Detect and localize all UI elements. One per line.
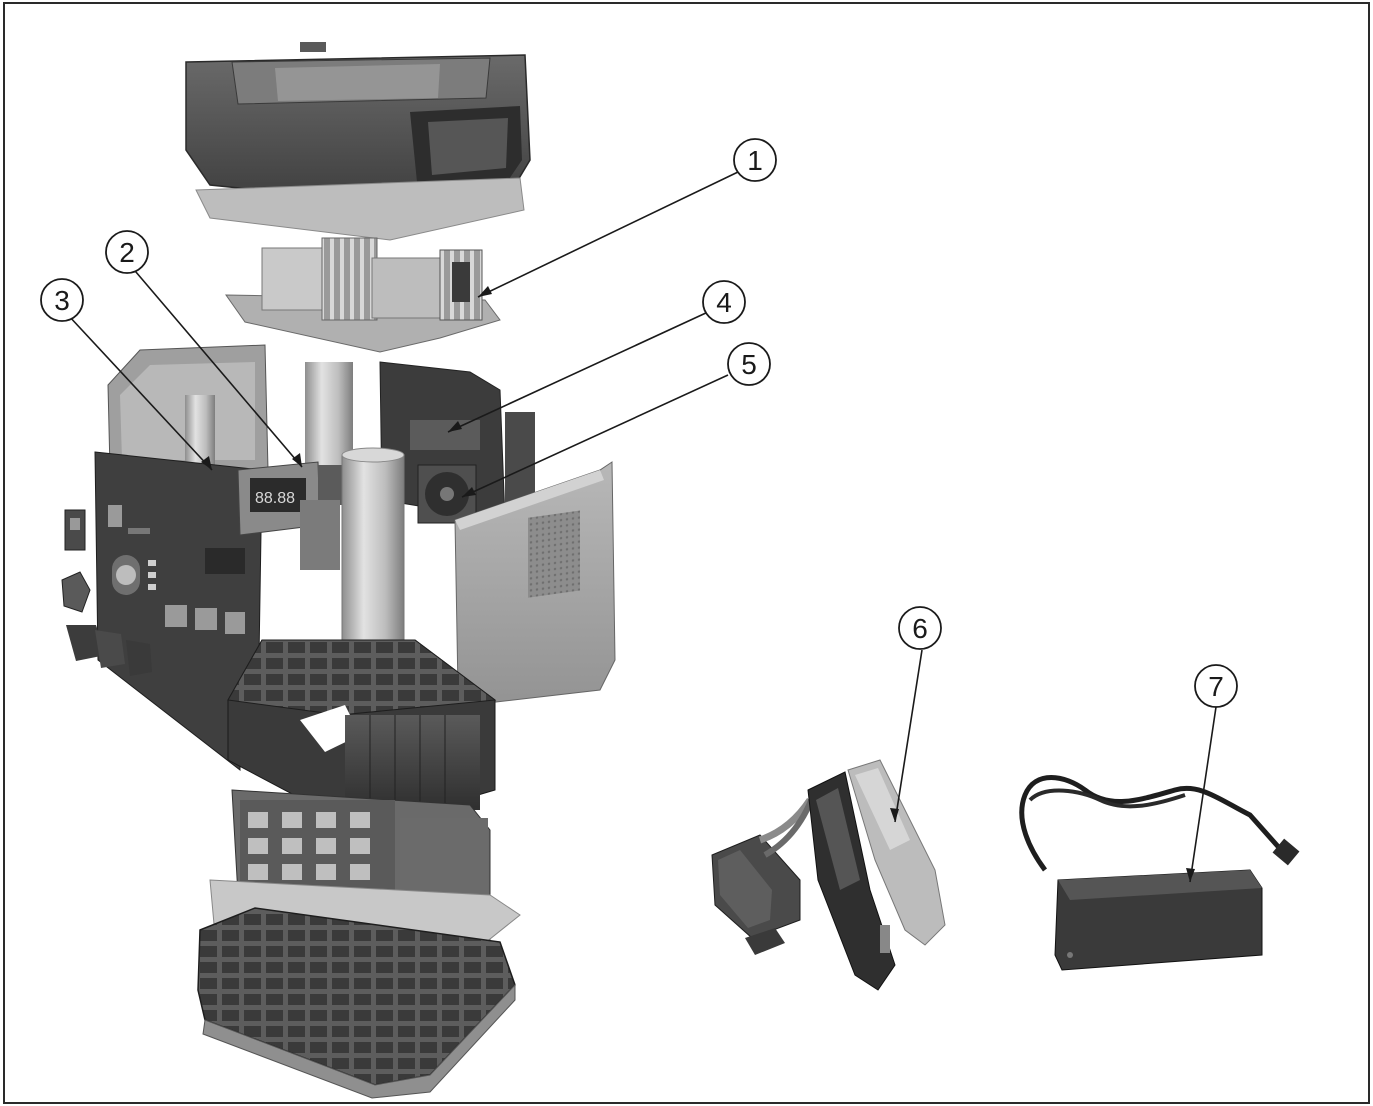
callout-5: 5: [727, 342, 771, 386]
callout-3: 3: [40, 278, 84, 322]
battery-pack: [227, 639, 497, 831]
callout-6-label: 6: [912, 613, 928, 644]
callout-7-label: 7: [1208, 671, 1224, 702]
callout-1-label: 1: [747, 145, 763, 176]
leader-lines: [67, 171, 1217, 883]
callout-7: 7: [1194, 664, 1238, 708]
callout-5-label: 5: [741, 349, 757, 380]
callout-2-label: 2: [119, 237, 135, 268]
top-cover: [185, 42, 531, 241]
callout-1: 1: [733, 138, 777, 182]
leader-line-5: [461, 374, 729, 498]
leader-line-4: [447, 311, 709, 433]
base-plate: [197, 907, 516, 1099]
leader-line-2: [129, 264, 303, 468]
callout-2: 2: [105, 230, 149, 274]
callout-4: 4: [702, 280, 746, 324]
inverter-heatsink: [225, 237, 501, 353]
leader-arrowheads: [201, 286, 1195, 882]
lcd-readout: 88.88: [255, 490, 295, 507]
callout-6: 6: [898, 606, 942, 650]
leader-line-1: [477, 171, 739, 298]
leader-line-7: [1189, 706, 1217, 883]
ac-power-adapter: [1019, 775, 1300, 971]
battery-jumper-clamps: [711, 759, 946, 991]
diagram-border: [3, 2, 1370, 1104]
callout-4-label: 4: [716, 287, 732, 318]
leader-line-3: [67, 314, 213, 471]
loose-switch-parts: [61, 509, 152, 676]
aluminum-support-tubes: [300, 447, 405, 661]
callout-3-label: 3: [54, 285, 70, 316]
leader-line-6: [894, 649, 923, 823]
